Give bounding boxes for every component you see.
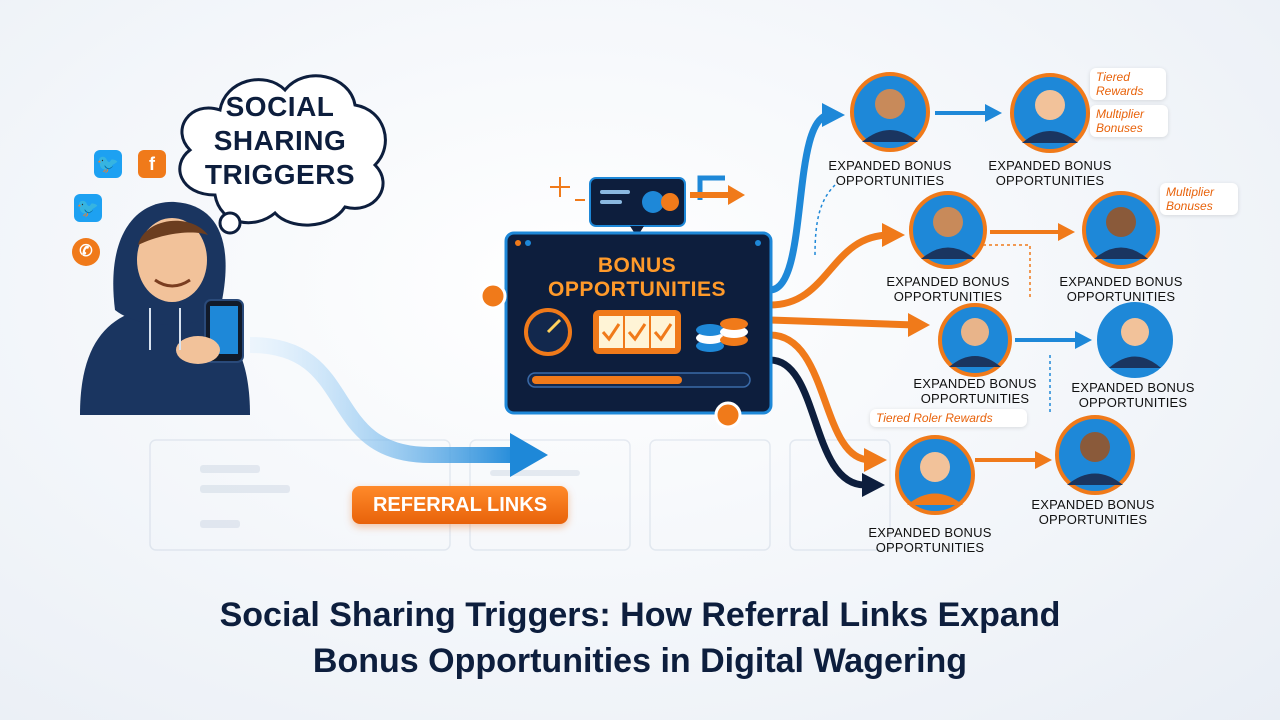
- person-avatar-icon: [1010, 73, 1090, 153]
- bonus-title: BONUS OPPORTUNITIES: [512, 254, 762, 302]
- thought-cloud-icon: [178, 74, 387, 245]
- person-avatar-icon: [1055, 415, 1135, 495]
- node-label-line-2: OPPORTUNITIES: [1066, 289, 1176, 304]
- person-avatar-icon: [1082, 191, 1160, 269]
- bonus-title-line-2: OPPORTUNITIES: [547, 278, 727, 301]
- node-label-line-2: OPPORTUNITIES: [893, 289, 1003, 304]
- cloud-line-2: SHARING: [213, 125, 347, 156]
- casino-chip-icon: [696, 318, 748, 352]
- headline: Social Sharing Triggers: How Referral Li…: [60, 592, 1220, 684]
- bonus-title-line-1: BONUS: [597, 254, 677, 277]
- multiplier-bonuses-tag: Multiplier Bonuses: [1090, 105, 1168, 137]
- headline-line-1: Social Sharing Triggers: How Referral Li…: [219, 596, 1061, 634]
- tiered-rewards-tag: Tiered Rewards: [1090, 68, 1166, 100]
- cloud-line-1: SOCIAL: [225, 91, 335, 122]
- node-label-line-1: EXPANDED BONUS: [988, 158, 1112, 173]
- node-label-line-1: EXPANDED BONUS: [828, 158, 952, 173]
- person-avatar-icon: [938, 303, 1012, 377]
- node-label-line-2: OPPORTUNITIES: [835, 173, 945, 188]
- node-label-line-1: EXPANDED BONUS: [1059, 274, 1183, 289]
- node-label-line-2: OPPORTUNITIES: [995, 173, 1105, 188]
- person-avatar-icon: [850, 72, 930, 152]
- hooded-person-icon: [80, 201, 250, 415]
- cloud-line-3: TRIGGERS: [204, 159, 356, 190]
- multiplier-bonuses-tag: Multiplier Bonuses: [1160, 183, 1238, 215]
- bonus-tablet: [479, 231, 773, 428]
- referral-links-label: REFERRAL LINKS: [352, 486, 568, 524]
- headline-line-2: Bonus Opportunities in Digital Wagering: [312, 642, 968, 680]
- person-avatar-icon: [1097, 302, 1173, 378]
- whatsapp-icon: ✆: [72, 238, 100, 266]
- node-label-line-2: OPPORTUNITIES: [1038, 512, 1148, 527]
- facebook-icon: f: [138, 150, 166, 178]
- node-label-line-1: EXPANDED BONUS: [913, 376, 1037, 391]
- node-label-line-2: OPPORTUNITIES: [875, 540, 985, 555]
- node-label-line-2: OPPORTUNITIES: [920, 391, 1030, 406]
- node-label-line-1: EXPANDED BONUS: [1031, 497, 1155, 512]
- node-label-line-1: EXPANDED BONUS: [886, 274, 1010, 289]
- mini-popup-icon: [550, 177, 686, 237]
- twitter-icon: 🐦: [74, 194, 102, 222]
- person-avatar-icon: [909, 191, 987, 269]
- node-label-line-1: EXPANDED BONUS: [868, 525, 992, 540]
- node-label-line-1: EXPANDED BONUS: [1071, 380, 1195, 395]
- node-label-line-2: OPPORTUNITIES: [1078, 395, 1188, 410]
- tiered-roller-rewards-tag: Tiered Roler Rewards: [870, 409, 1027, 427]
- cloud-title: SOCIAL SHARING TRIGGERS: [190, 90, 370, 192]
- twitter-icon: 🐦: [94, 150, 122, 178]
- person-avatar-icon: [895, 435, 975, 515]
